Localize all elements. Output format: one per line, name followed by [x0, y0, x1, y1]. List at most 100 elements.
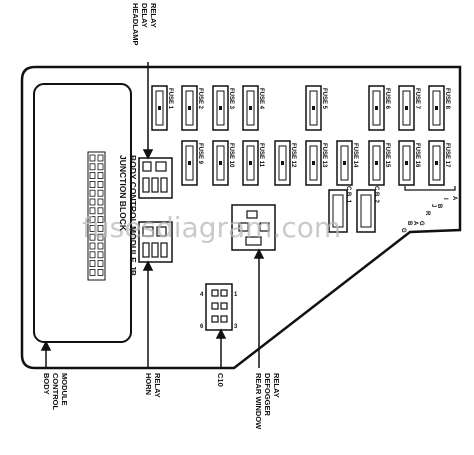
side-letter: R [424, 211, 430, 216]
bcm-pin [97, 233, 104, 241]
side-letter: B [406, 221, 412, 226]
pin-4-label: 4 [200, 292, 204, 298]
fuse-label: FUSE 16 [414, 143, 420, 168]
side-letter: J [430, 204, 436, 207]
side-letter: I [442, 198, 448, 200]
fuse-2: FUSE 2 [181, 85, 203, 131]
fuse-4: FUSE 4 [242, 85, 264, 131]
headlamp-delay-relay [138, 157, 173, 199]
bcm-pin [97, 224, 104, 232]
fuse-label: FUSE 14 [352, 143, 358, 168]
side-letter: B [436, 204, 442, 209]
bcm-pin [89, 207, 96, 215]
fuse-7: FUSE 7 [398, 85, 420, 131]
bcm-pin [97, 198, 104, 206]
circuit-breaker-1 [328, 189, 348, 233]
headlamp-relay-label: HEADLAMPDELAYRELAY [131, 3, 158, 46]
c10-label: C10 [216, 373, 225, 387]
circuit-breaker-2 [356, 189, 376, 233]
fuse-label: FUSE 1 [167, 88, 173, 110]
fuse-9: FUSE 9 [181, 140, 203, 186]
fuse-12: FUSE 12 [274, 140, 296, 186]
bcm-pin [97, 154, 104, 162]
fuse-6: FUSE 6 [368, 85, 390, 131]
bcm-pin [97, 172, 104, 180]
fuse-label: FUSE 2 [197, 88, 203, 110]
fuse-label: FUSE 3 [228, 88, 234, 110]
lbl-defog-line: REAR WINDOW [254, 373, 263, 430]
horn-relay [138, 221, 173, 263]
bcm-connector-strip [87, 151, 106, 281]
side-letter: G [400, 228, 406, 233]
fuse-label: FUSE 12 [290, 143, 296, 168]
bcm-pin [97, 260, 104, 268]
lbl-headlamp-line: RELAY [149, 3, 158, 28]
fuse-label: FUSE 13 [321, 143, 327, 168]
bcm-pin [97, 207, 104, 215]
bcm-pin [97, 251, 104, 259]
fuse-8: FUSE 8 [428, 85, 450, 131]
fuse-10: FUSE 10 [212, 140, 234, 186]
bcm-pin [97, 242, 104, 250]
junction-block-label: JUNCTION BLOCKBODY CONTROL MODULE JB [118, 155, 138, 276]
fuse-label: FUSE 10 [228, 143, 234, 168]
lbl-headlamp-line: HEADLAMP [131, 3, 140, 46]
body-control-module-box [33, 83, 132, 343]
fuse-16: FUSE 16 [398, 140, 420, 186]
fuse-label: FUSE 4 [258, 88, 264, 110]
bcm-pin [89, 172, 96, 180]
lbl-bcm-line: MODULE [60, 373, 69, 406]
fuse-label: FUSE 11 [258, 143, 264, 168]
fuse-label: FUSE 5 [321, 88, 327, 110]
bcm-pin [89, 180, 96, 188]
bcm-pin [89, 260, 96, 268]
pin-6-label: 6 [200, 324, 204, 330]
bcm-pin [97, 268, 104, 276]
pointer-lines [40, 62, 265, 368]
horn-relay-label: HORNRELAY [144, 373, 162, 398]
side-letter: A [451, 196, 457, 201]
fuse-3: FUSE 3 [212, 85, 234, 131]
bcm-pin [89, 224, 96, 232]
bcm-pin [89, 251, 96, 259]
bcm-pin [89, 198, 96, 206]
cb2-label: C.B. 2 [373, 186, 379, 204]
fuse-label: FUSE 15 [384, 143, 390, 168]
fuse-label: FUSE 7 [414, 88, 420, 110]
watermark-text: fusesdiagram.com [82, 211, 341, 244]
defogger-relay-label: REAR WINDOWDEFOGGERRELAY [254, 373, 281, 430]
body-control-module-label: BODYCONTROLMODULE [42, 373, 69, 410]
bcm-pin [89, 268, 96, 276]
bcm-pin [89, 242, 96, 250]
rear-window-defogger-relay [231, 204, 276, 251]
fuse-17: FUSE 17 [428, 140, 450, 186]
pin-1-label: 1 [234, 292, 238, 298]
fuse-13: FUSE 13 [305, 140, 327, 186]
side-letter: G [418, 221, 424, 226]
lbl-headlamp-line: DELAY [140, 3, 149, 28]
fuse-label: FUSE 6 [384, 88, 390, 110]
lbl-jb-line: BODY CONTROL MODULE JB [128, 155, 138, 276]
fuse-row-top: FUSE 1 FUSE 2 FUSE 3 FUSE 4 FUSE 5 FUSE 6 FUSE… [151, 85, 450, 131]
lbl-horn-line: RELAY [153, 373, 162, 398]
bcm-pin [89, 154, 96, 162]
side-letter: A [412, 221, 418, 226]
fuse-box-outline [20, 65, 462, 370]
fuse-label: FUSE 17 [444, 143, 450, 168]
fuse-11: FUSE 11 [242, 140, 264, 186]
bcm-pin [89, 189, 96, 197]
bcm-pin [97, 189, 104, 197]
bcm-pin [89, 233, 96, 241]
lbl-bcm-line: BODY [42, 373, 51, 395]
bcm-pin [97, 180, 104, 188]
bcm-pin [97, 216, 104, 224]
fuse-5: FUSE 5 [305, 85, 327, 131]
lbl-jb-line: JUNCTION BLOCK [118, 155, 128, 232]
bcm-pin [89, 216, 96, 224]
pin-3-label: 3 [234, 324, 238, 330]
fuse-row-bottom: FUSE 9 FUSE 10 FUSE 11 FUSE 12 FUSE 13 FUSE 1… [181, 140, 450, 186]
c10-connector [205, 283, 233, 331]
lbl-defog-line: RELAY [272, 373, 281, 398]
